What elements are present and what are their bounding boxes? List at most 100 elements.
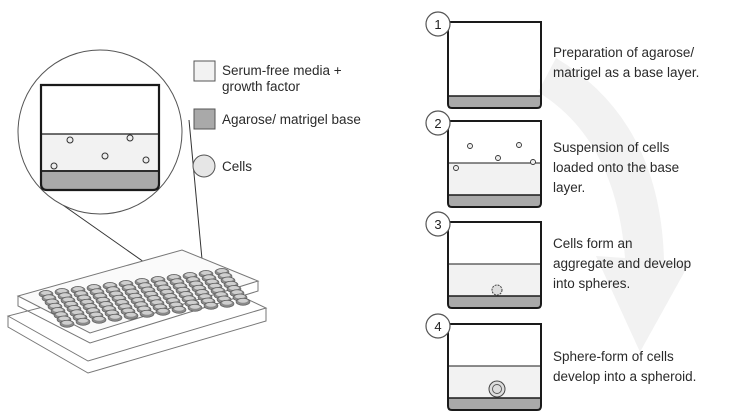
zoomed-well [39, 83, 161, 192]
plate-well-highlight [85, 304, 95, 308]
plate-well-highlight [101, 302, 111, 306]
plate-well-highlight [217, 269, 227, 273]
cell [453, 165, 459, 171]
cell [467, 143, 473, 149]
step-1-well: 1 [425, 11, 542, 109]
step-1-number: 1 [434, 17, 441, 32]
plate-well-highlight [69, 306, 79, 310]
legend-label-base: Agarose/ matrigel base [222, 112, 361, 127]
plate-well-highlight [56, 312, 66, 317]
plate-well-highlight [82, 299, 92, 304]
plate-well-highlight [172, 279, 182, 284]
plate-well-highlight [114, 295, 124, 300]
plate-well-highlight [140, 283, 150, 288]
plate-well-highlight [91, 312, 101, 317]
plate-well-highlight [59, 316, 69, 321]
well-grid [38, 268, 251, 328]
plate-well-highlight [57, 289, 67, 293]
legend-swatch-cells [192, 154, 216, 178]
plate-well-highlight [98, 297, 108, 302]
cell [495, 155, 501, 161]
step-2-line1: Suspension of cells [553, 140, 670, 155]
plate-well-highlight [88, 308, 98, 313]
plate-well-highlight [108, 287, 118, 292]
step-1-line2: matrigel as a base layer. [553, 65, 700, 80]
step-2-number: 2 [434, 116, 441, 131]
plate-well-highlight [206, 302, 216, 307]
plate-well-highlight [60, 293, 70, 298]
plate-well-highlight [169, 275, 179, 279]
plate-well-highlight [121, 281, 131, 285]
plate-well-highlight [162, 289, 172, 294]
step-3-line1: Cells form an [553, 236, 633, 251]
plate-well-highlight [165, 294, 175, 298]
legend-swatch-base [193, 108, 216, 130]
step-2-line3: layer. [553, 180, 586, 195]
plate-well-highlight [95, 293, 105, 298]
step-3-badge [425, 211, 451, 237]
plate-well-highlight [153, 277, 163, 281]
legend-swatch-media [193, 60, 216, 82]
plate-well-highlight [104, 306, 114, 311]
plate-well-highlight [107, 310, 117, 315]
step-3-line3: into spheres. [553, 276, 631, 291]
plate-well-highlight [94, 316, 104, 321]
plate-well-highlight [174, 306, 184, 311]
plate-well-highlight [41, 291, 51, 295]
legend-label-media-line2: growth factor [222, 79, 301, 94]
plate-well-highlight [137, 279, 147, 283]
plate-well-highlight [223, 277, 233, 282]
plate-well-highlight [44, 295, 54, 300]
plate-well-highlight [66, 301, 76, 306]
callout-line-right [188, 119, 204, 271]
plate-well-highlight [187, 300, 197, 305]
plate-well-highlight [226, 281, 236, 286]
plate-well-highlight [203, 298, 213, 303]
plate-well-highlight [220, 273, 230, 278]
plate-well-highlight [117, 300, 127, 304]
step-4-line2: develop into a spheroid. [553, 369, 697, 384]
plate-well-highlight [175, 283, 185, 288]
well-plate [6, 249, 268, 374]
plate-well-highlight [216, 292, 226, 297]
plate-well-highlight [73, 287, 83, 291]
plate-well-highlight [92, 289, 102, 294]
plate-well-highlight [79, 295, 89, 300]
plate-well-highlight [238, 298, 248, 303]
step-4-badge [425, 313, 451, 339]
plate-well-highlight [63, 297, 73, 302]
plate-well-highlight [76, 291, 86, 296]
plate-well-highlight [232, 290, 242, 295]
plate-well-highlight [152, 300, 162, 305]
plate-well-highlight [185, 273, 195, 277]
plate-well-highlight [219, 296, 229, 301]
plate-well-highlight [149, 296, 159, 300]
plate-well-highlight [130, 293, 140, 298]
plate-well-highlight [50, 303, 60, 308]
plate-well-highlight [168, 298, 178, 303]
plate-well-highlight [123, 308, 133, 313]
cell [530, 159, 536, 165]
plate-well-highlight [146, 291, 156, 296]
plate-well-highlight [142, 310, 152, 315]
cell-aggregate [491, 284, 503, 296]
plate-well-highlight [47, 299, 57, 304]
legend-label-media-line1: Serum-free media + [222, 63, 342, 78]
legend-label-cells: Cells [222, 159, 253, 174]
plate-well-highlight [194, 285, 204, 290]
plate-well-highlight [72, 310, 82, 315]
plate-well-highlight [126, 312, 136, 317]
plate-well-highlight [190, 304, 200, 309]
plate-well-highlight [184, 296, 194, 301]
plate-well-highlight [178, 287, 188, 292]
step-4-well: 4 [425, 313, 542, 411]
plate-well-highlight [235, 294, 245, 299]
plate-well-highlight [181, 292, 191, 296]
plate-well-highlight [139, 306, 149, 311]
plate-well-highlight [229, 286, 239, 290]
step-2-line2: loaded onto the base [553, 160, 680, 175]
step-2-well: 2 [425, 110, 542, 208]
step-3-number: 3 [434, 217, 441, 232]
plate-well-highlight [133, 298, 143, 302]
